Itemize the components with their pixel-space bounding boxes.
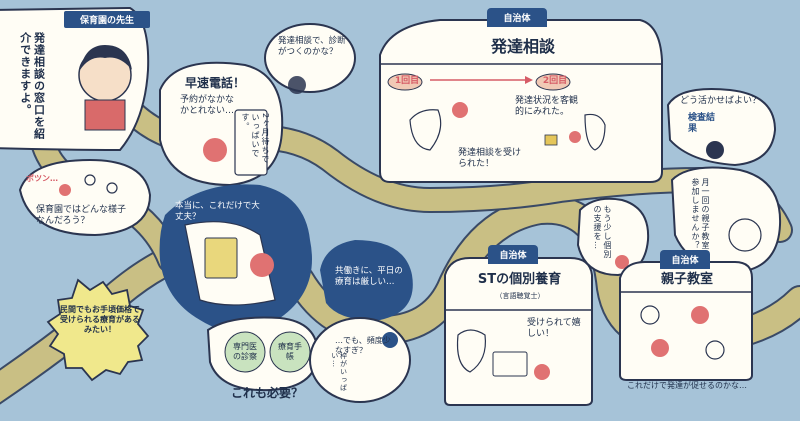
exam-caption: これも必要？	[230, 386, 303, 400]
invite-bubble	[670, 166, 782, 274]
more-support-text: もう少し個別の支援を…	[593, 205, 612, 259]
st-speech: 受けられて嬉しい！	[527, 318, 581, 340]
how-to-use-bubble	[666, 88, 777, 167]
private-therapy-bubble	[46, 278, 150, 382]
web-search-blob	[159, 184, 312, 333]
diagnosis-question: 発達相談で、診断がつくのかな？	[278, 36, 346, 57]
nursery-worry-text: 保育園ではどんな様子なんだろう？	[36, 205, 127, 227]
nursery-worry-bubble	[18, 158, 152, 237]
st-tag: 自治体	[488, 245, 538, 264]
exam-label-doctor: 専門医の診察	[233, 342, 257, 361]
phone-bubble	[159, 61, 284, 187]
diagnosis-bubble	[264, 23, 356, 94]
parent-class-title: 親子教室	[660, 272, 713, 287]
test-result-sign: 検査結果	[688, 113, 716, 135]
teacher-speech: 発達相談の窓口を紹介できますよ。	[18, 32, 46, 140]
parent-class-card	[619, 261, 753, 381]
frequency-full: 枠がいっぱい…	[330, 352, 348, 392]
consultation-second: 2回目	[542, 76, 568, 86]
exam-bubble	[206, 316, 320, 392]
consultation-caption1: 発達相談を受けられた！	[458, 148, 522, 170]
st-subtitle: （言語聴覚士）	[495, 292, 545, 300]
teacher-tag: 保育園の先生	[64, 11, 150, 28]
nursery-worry-sound: ポツン…	[26, 174, 58, 183]
parent-class-caption: これだけで発達が促せるのかな…	[627, 381, 747, 390]
exam-label-handbook: 療育手帳	[278, 342, 302, 361]
how-to-use-question: どう活かせばよい？	[680, 96, 762, 106]
teacher-bubble	[0, 6, 150, 152]
consultation-caption2: 発達状況を客観的にみれた。	[515, 96, 579, 118]
weekday-blob	[320, 240, 413, 321]
more-support-bubble	[576, 197, 650, 277]
consultation-tag: 自治体	[487, 8, 547, 27]
phone-person	[203, 138, 227, 162]
consultation-card	[379, 19, 663, 183]
st-card	[444, 257, 593, 406]
invite-text: 月一回の親子教室に参加しませんか？	[691, 178, 710, 259]
parent-class-tag: 自治体	[660, 250, 710, 269]
phone-body: 予約がなかなかとれない…	[180, 95, 235, 117]
web-search-text: 本当に、これだけで大丈夫？	[175, 201, 260, 222]
consultation-first: 1回目	[394, 76, 420, 86]
phone-note-card	[234, 109, 268, 176]
st-title: STの個別養育	[477, 272, 562, 287]
phone-note: 2ヶ月待ちでいっぱいです。	[241, 113, 270, 165]
weekday-text: 共働きに、平日の療育は厳しい…	[335, 266, 403, 287]
frequency-bubble	[309, 317, 411, 403]
consultation-title: 発達相談	[490, 37, 555, 56]
private-therapy-text: 民間でもお手頃価格で受けられる療育があるみたい！	[60, 305, 140, 334]
phone-title: 早速電話！	[185, 76, 246, 90]
frequency-text: …でも、頻度少なすぎ？	[335, 336, 391, 355]
